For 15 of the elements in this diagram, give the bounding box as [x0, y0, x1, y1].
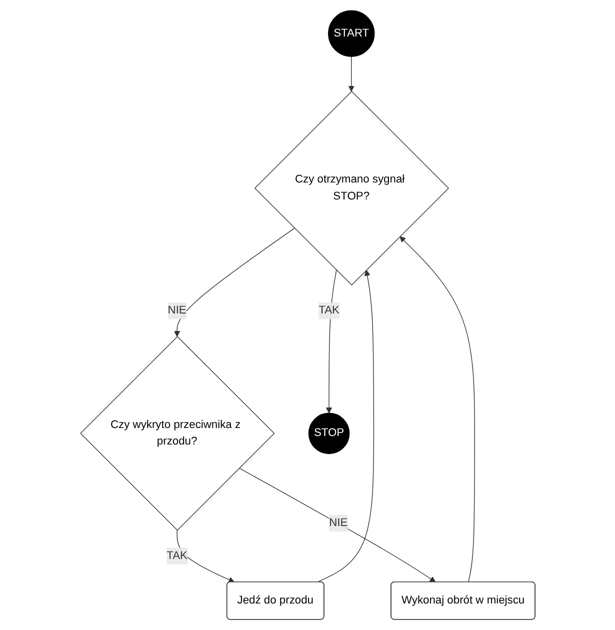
arrow [174, 228, 295, 337]
arrow [316, 270, 374, 582]
arrow [176, 530, 234, 583]
arrow [326, 270, 336, 414]
node-circle: STOP [308, 412, 350, 454]
edge-label: TAK [166, 550, 188, 562]
arrow [238, 468, 436, 582]
edge-label: TAK [318, 304, 340, 316]
arrow [348, 56, 354, 92]
node-diamond: Czy otrzymano sygnał STOP? [254, 90, 449, 286]
edge-label: NIE [328, 517, 348, 529]
edge-label: NIE [167, 304, 186, 316]
node-diamond: Czy wykryto przeciwnika z przodu? [80, 336, 274, 531]
node-circle: START [328, 10, 374, 57]
arrow [399, 236, 475, 582]
